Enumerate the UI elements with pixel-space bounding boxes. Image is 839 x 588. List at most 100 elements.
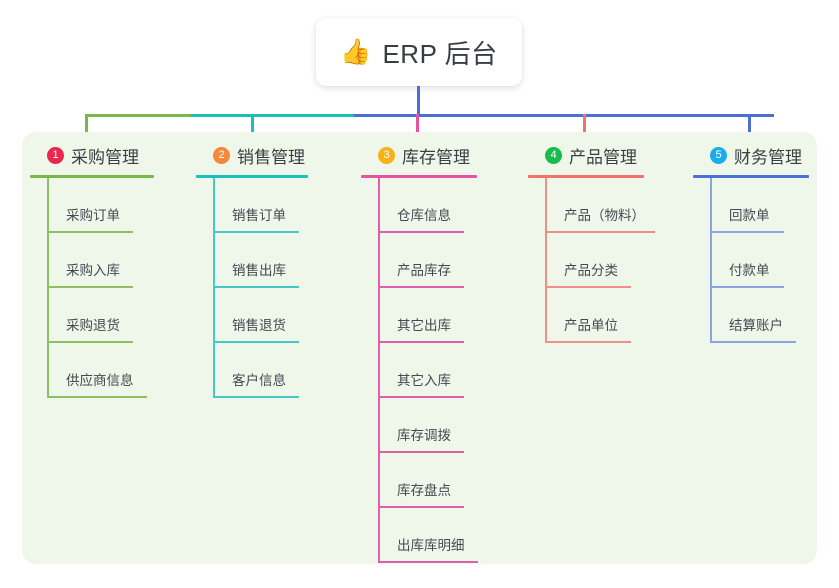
module-item-label: 产品分类 (564, 263, 618, 278)
module-item-label: 采购入库 (66, 263, 120, 278)
module-header-rule (30, 175, 154, 178)
module-item[interactable]: 仓库信息 (378, 178, 477, 233)
module-header-rule (361, 175, 477, 178)
module-item-rule (213, 396, 299, 398)
module-item-spine (47, 178, 49, 398)
connector-bus-segment-2 (191, 114, 356, 117)
module-item-label: 其它出库 (397, 318, 451, 333)
module-item-spine (710, 178, 712, 343)
module-item-label: 产品库存 (397, 263, 451, 278)
module-item[interactable]: 客户信息 (213, 343, 308, 398)
module-item-list: 销售订单销售出库销售退货客户信息 (213, 178, 308, 398)
module-number-badge: 2 (213, 146, 230, 164)
module-item[interactable]: 采购入库 (47, 233, 154, 288)
module-item-rule (378, 506, 464, 508)
module-item-spine (378, 178, 380, 563)
module-item[interactable]: 结算账户 (710, 288, 809, 343)
thumbs-up-icon: 👍 (340, 37, 372, 66)
module-item-list: 采购订单采购入库采购退货供应商信息 (47, 178, 154, 398)
module-header-5[interactable]: 5 财务管理 (693, 142, 809, 168)
module-item-rule (378, 341, 464, 343)
module-number-badge: 5 (710, 146, 727, 164)
module-column-1: 1 采购管理采购订单采购入库采购退货供应商信息 (30, 142, 154, 398)
module-header-2[interactable]: 2 销售管理 (196, 142, 308, 168)
module-item[interactable]: 产品分类 (545, 233, 644, 288)
module-item-list: 回款单付款单结算账户 (710, 178, 809, 343)
module-item-label: 产品单位 (564, 318, 618, 333)
module-item[interactable]: 销售出库 (213, 233, 308, 288)
module-column-4: 4 产品管理产品（物料） 产品分类产品单位 (528, 142, 655, 343)
modules-panel (22, 132, 817, 564)
connector-drop-4 (583, 114, 586, 146)
module-column-5: 5 财务管理回款单付款单结算账户 (693, 142, 809, 343)
module-item-rule (378, 231, 464, 233)
module-header-1[interactable]: 1 采购管理 (30, 142, 154, 168)
module-item-label: 库存调拨 (397, 428, 451, 443)
module-item-rule (545, 286, 631, 288)
module-header-rule (196, 175, 308, 178)
module-item[interactable]: 库存调拨 (378, 398, 477, 453)
connector-drop-2 (251, 114, 254, 146)
module-item[interactable]: 回款单 (710, 178, 809, 233)
module-number-badge: 1 (47, 146, 64, 164)
module-item-rule (710, 231, 784, 233)
module-item-rule (545, 341, 631, 343)
module-item-label: 采购订单 (66, 208, 120, 223)
module-item-list: 产品（物料） 产品分类产品单位 (545, 178, 655, 343)
module-item-spine (545, 178, 547, 343)
module-item-label: 供应商信息 (66, 373, 134, 388)
module-item[interactable]: 其它出库 (378, 288, 477, 343)
module-item-rule (710, 341, 796, 343)
module-item-label: 结算账户 (729, 318, 783, 333)
module-item[interactable]: 产品库存 (378, 233, 477, 288)
module-item-rule (710, 286, 784, 288)
module-title: 财务管理 (734, 147, 802, 167)
module-title: 产品管理 (569, 147, 637, 167)
module-item[interactable]: 供应商信息 (47, 343, 154, 398)
module-item[interactable]: 产品（物料） (545, 178, 655, 233)
module-header-rule (693, 175, 809, 178)
module-item-label: 销售订单 (232, 208, 286, 223)
module-item[interactable]: 销售退货 (213, 288, 308, 343)
module-item-label: 付款单 (729, 263, 770, 278)
module-header-4[interactable]: 4 产品管理 (528, 142, 644, 168)
module-item-rule (378, 451, 464, 453)
module-item-label: 产品（物料） (564, 208, 645, 223)
connector-drop-1 (85, 114, 88, 146)
module-item-rule (213, 231, 299, 233)
module-item[interactable]: 采购退货 (47, 288, 154, 343)
module-item-rule (378, 396, 464, 398)
module-item-rule (47, 231, 133, 233)
connector-bus-segment-3 (354, 114, 774, 117)
module-item-label: 采购退货 (66, 318, 120, 333)
module-number-badge: 4 (545, 146, 562, 164)
module-column-2: 2 销售管理销售订单销售出库销售退货客户信息 (196, 142, 308, 398)
module-item-label: 客户信息 (232, 373, 286, 388)
module-title: 销售管理 (237, 147, 305, 167)
module-item[interactable]: 采购订单 (47, 178, 154, 233)
module-item-label: 销售出库 (232, 263, 286, 278)
connector-bus-segment-1 (85, 114, 193, 117)
module-item-rule (47, 286, 133, 288)
module-item[interactable]: 产品单位 (545, 288, 644, 343)
root-node-card[interactable]: 👍 ERP 后台 (316, 18, 522, 86)
module-item[interactable]: 出库库明细 (378, 508, 478, 563)
module-item-spine (213, 178, 215, 398)
module-item-rule (47, 341, 133, 343)
module-item[interactable]: 销售订单 (213, 178, 308, 233)
module-item[interactable]: 其它入库 (378, 343, 477, 398)
module-item[interactable]: 付款单 (710, 233, 809, 288)
module-item-list: 仓库信息产品库存其它出库其它入库库存调拨库存盘点出库库明细 (378, 178, 478, 563)
module-title: 采购管理 (71, 147, 139, 167)
connector-trunk (417, 86, 420, 116)
module-item-label: 其它入库 (397, 373, 451, 388)
module-header-rule (528, 175, 644, 178)
module-number-badge: 3 (378, 146, 395, 164)
module-item-label: 销售退货 (232, 318, 286, 333)
module-item-label: 库存盘点 (397, 483, 451, 498)
module-item-rule (378, 561, 478, 563)
module-item-rule (545, 231, 655, 233)
module-item[interactable]: 库存盘点 (378, 453, 477, 508)
